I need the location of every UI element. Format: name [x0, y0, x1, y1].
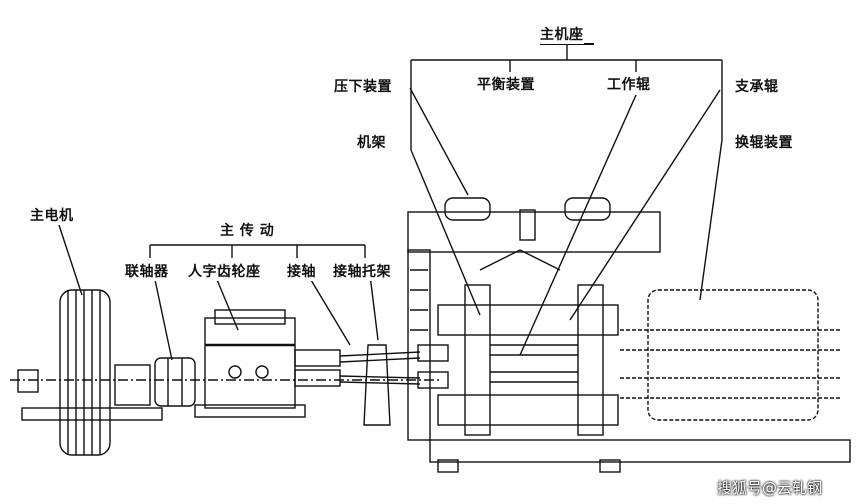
label-housing: 机架 — [357, 132, 386, 152]
label-main-motor: 主电机 — [30, 205, 74, 225]
roll-change-device-shape — [620, 289, 840, 421]
label-work-roll: 工作辊 — [607, 74, 651, 94]
main-motor-shape — [17, 289, 163, 456]
label-balance: 平衡装置 — [477, 74, 535, 94]
leader-lines — [57, 87, 721, 361]
label-main-drive: 主 传 动 — [220, 220, 275, 240]
mill-housing-shape — [407, 197, 661, 441]
main-stand-bracket — [410, 43, 723, 316]
label-roll-change: 换辊装置 — [735, 132, 793, 152]
label-spindle-carrier: 接轴托架 — [333, 261, 391, 281]
watermark: 搜狐号@云轧钢 — [717, 479, 823, 497]
main-drive-bracket — [149, 244, 366, 258]
label-main-stand: 主机座 — [540, 24, 584, 44]
base-plate-shape — [429, 439, 851, 473]
label-coupling: 联轴器 — [125, 261, 169, 281]
label-pinion-stand: 人字齿轮座 — [188, 261, 261, 281]
spindles-shape — [294, 344, 449, 426]
label-spindle: 接轴 — [287, 261, 316, 281]
label-screw-down: 压下装置 — [334, 76, 392, 96]
label-backup-roll: 支承辊 — [735, 76, 779, 96]
coupling-shape — [154, 357, 196, 407]
pinion-stand-shape — [194, 309, 306, 418]
